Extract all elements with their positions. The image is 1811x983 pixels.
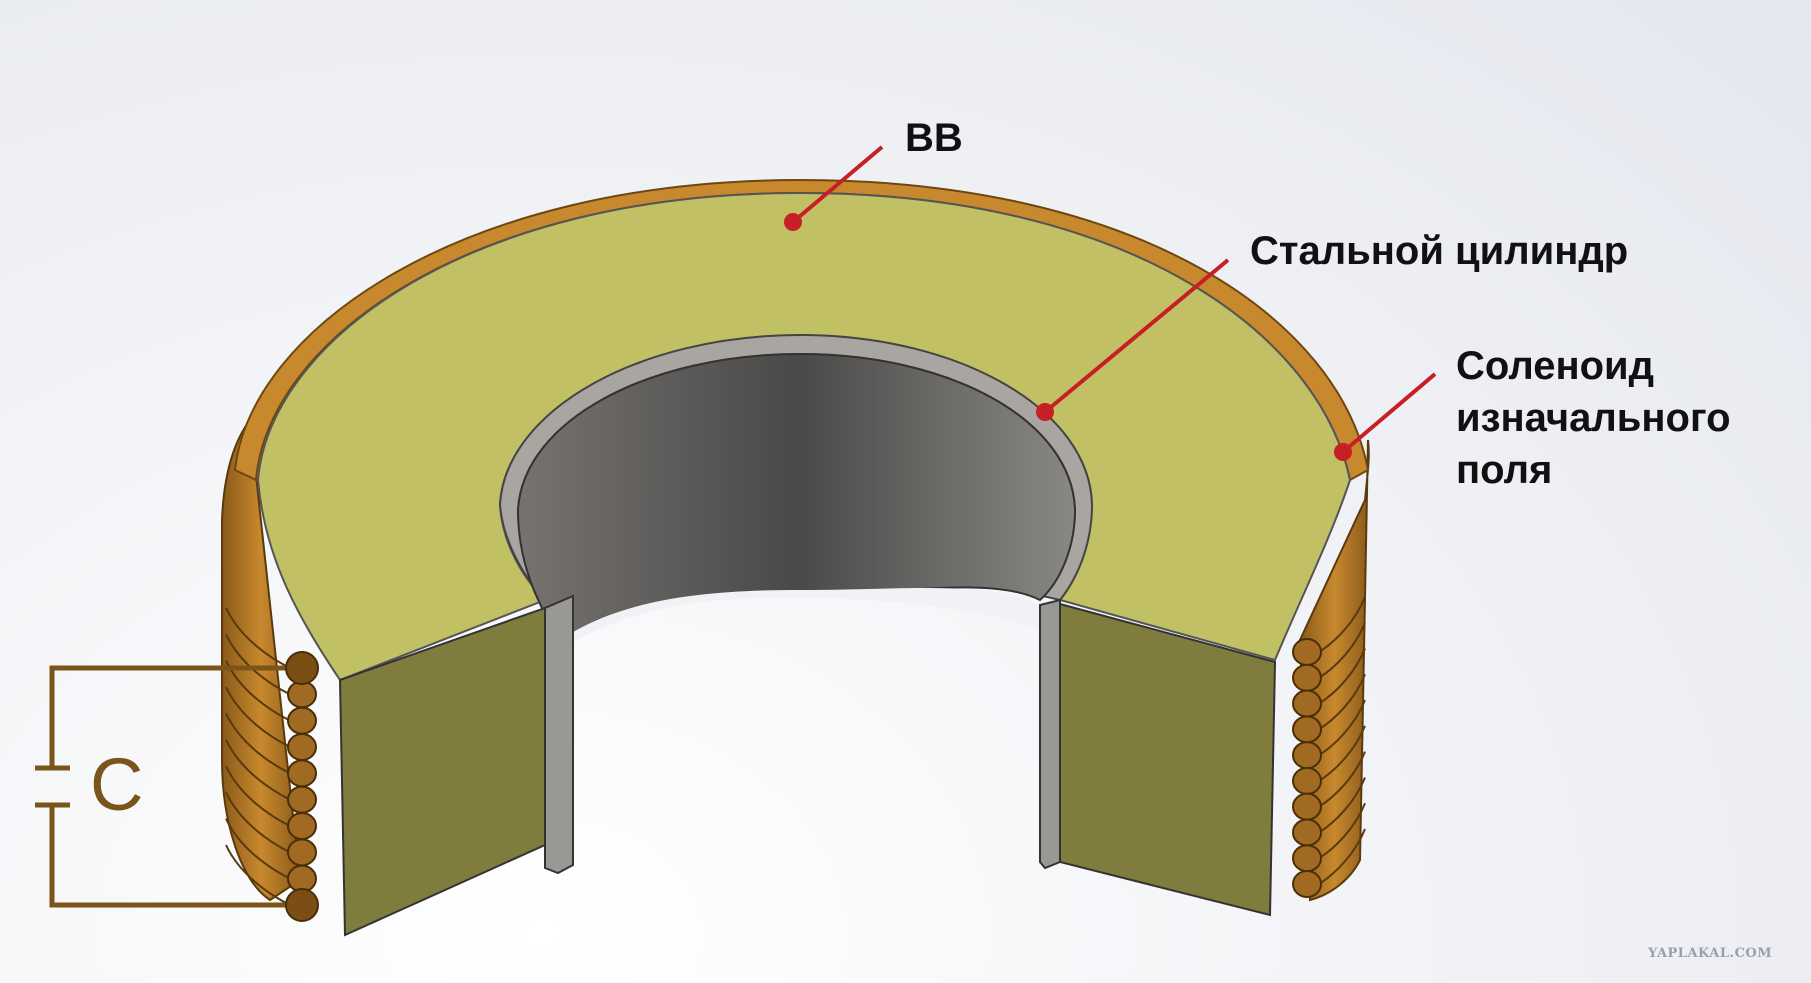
solenoid-turns-right	[1318, 596, 1366, 885]
coil-turn-left	[287, 759, 317, 788]
solenoid-left-side	[221, 417, 302, 902]
coil-winding-right	[1318, 596, 1366, 653]
coil-winding-right	[1318, 802, 1366, 860]
coil-winding-left	[225, 739, 291, 801]
coil-turn-left	[287, 864, 317, 893]
coil-winding-left	[225, 818, 291, 880]
coil-turn-right	[1292, 844, 1322, 873]
coil-winding-right	[1318, 648, 1366, 705]
coil-winding-right	[1318, 622, 1366, 679]
coil-turn-left	[287, 733, 317, 761]
coil-winding-right	[1318, 673, 1366, 731]
coil-winding-right	[1318, 725, 1366, 782]
watermark: YAPLAKAL.COM	[1648, 946, 1773, 961]
coil-turn-right	[1292, 741, 1322, 770]
coil-winding-left	[225, 844, 291, 906]
label-solenoid: Соленоид изначального поля	[1456, 344, 1731, 492]
coil-turn-right	[1292, 689, 1322, 718]
coil-turn-right	[1292, 638, 1322, 666]
coil-winding-left	[225, 791, 291, 854]
coil-turn-right	[1292, 792, 1322, 821]
pointer-solenoid	[1341, 372, 1437, 454]
coil-turn-left	[287, 680, 317, 709]
coil-winding-right	[1318, 751, 1366, 808]
steel-cut-edge-right	[1039, 598, 1061, 870]
label-steel-cylinder: Стальной цилиндр	[1250, 229, 1629, 273]
coil-winding-left	[225, 686, 291, 748]
coil-turn-left	[287, 785, 317, 814]
label-capacitor: C	[90, 743, 144, 826]
coil-terminal-top	[285, 651, 319, 685]
coil-winding-left	[225, 712, 291, 775]
label-explosive: ВВ	[905, 116, 963, 160]
circuit-wire-top	[49, 665, 300, 768]
coil-turn-left	[287, 706, 317, 735]
pointer-lines	[791, 145, 1437, 454]
solenoid-cross-section-left	[287, 654, 317, 919]
coil-turn-right	[1292, 766, 1322, 795]
coil-turn-right	[1292, 715, 1322, 744]
coil-winding-right	[1318, 828, 1366, 885]
pointer-dot-steel-cylinder	[1036, 403, 1054, 421]
coil-winding-left	[225, 633, 291, 696]
coil-turn-right	[1292, 870, 1322, 898]
coil-winding-right	[1318, 699, 1366, 756]
coil-winding-right	[1318, 777, 1366, 834]
pointer-dot-explosive	[784, 213, 802, 231]
coil-terminal-bottom	[285, 888, 319, 922]
steel-cylinder-inner-bottom	[560, 588, 1040, 650]
coil-turn-right	[1292, 818, 1322, 847]
coil-turn-right	[1292, 663, 1322, 692]
coil-turn-left	[287, 812, 317, 840]
solenoid-cross-section-right	[1292, 638, 1322, 898]
coil-winding-left	[225, 607, 291, 669]
coil-winding-left	[225, 765, 291, 827]
solenoid-turns-left	[225, 607, 291, 906]
pointer-steel-cylinder	[1043, 258, 1230, 414]
pointer-dot-solenoid	[1334, 443, 1352, 461]
coil-turn-left	[287, 838, 317, 867]
pointer-explosive	[791, 145, 884, 224]
circuit-wire-bottom	[49, 805, 300, 908]
steel-cut-edge-left	[544, 594, 574, 875]
capacitor-circuit	[35, 665, 300, 908]
